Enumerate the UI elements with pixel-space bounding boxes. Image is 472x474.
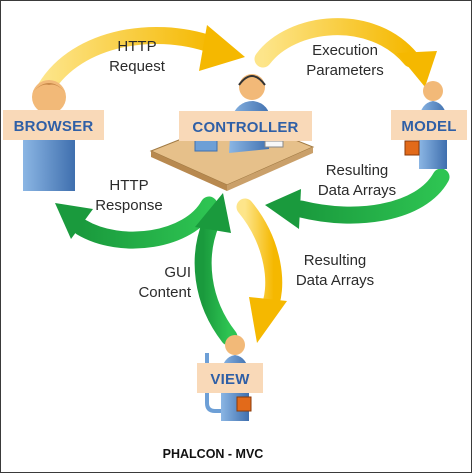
node-browser-label: BROWSER — [14, 118, 94, 135]
arrow-http-request — [34, 25, 245, 102]
arrow-resulting-data-arrays-view — [236, 198, 287, 343]
node-model: MODEL — [391, 110, 467, 140]
edge-label-resulting-data-arrays-view: Resulting Data Arrays — [296, 252, 374, 289]
edge-label-execution-parameters: Execution Parameters — [306, 42, 384, 79]
svg-text:GUI: GUI — [164, 264, 191, 281]
node-controller-label: CONTROLLER — [192, 119, 298, 136]
node-browser: BROWSER — [3, 110, 104, 140]
svg-text:Request: Request — [109, 58, 166, 75]
edge-label-http-response: HTTP Response — [95, 177, 163, 214]
svg-text:HTTP: HTTP — [117, 38, 156, 55]
svg-text:Resulting: Resulting — [304, 252, 367, 269]
edge-label-gui-content: GUI Content — [138, 264, 191, 301]
diagram-caption: PHALCON - MVC — [163, 447, 264, 461]
node-controller: CONTROLLER — [179, 111, 312, 141]
svg-text:Execution: Execution — [312, 42, 378, 59]
svg-text:Parameters: Parameters — [306, 62, 384, 79]
svg-text:Resulting: Resulting — [326, 162, 389, 179]
svg-text:Data Arrays: Data Arrays — [296, 272, 374, 289]
arrow-gui-content — [194, 193, 238, 346]
node-view-label: VIEW — [210, 371, 250, 388]
svg-text:Response: Response — [95, 197, 163, 214]
arrow-http-response — [55, 196, 218, 249]
arrow-resulting-data-arrays-model — [265, 168, 450, 229]
edge-label-resulting-data-arrays-model: Resulting Data Arrays — [318, 162, 396, 199]
svg-text:Content: Content — [138, 284, 191, 301]
arrow-execution-parameters — [254, 18, 437, 87]
svg-text:Data Arrays: Data Arrays — [318, 182, 396, 199]
svg-text:HTTP: HTTP — [109, 177, 148, 194]
node-model-label: MODEL — [401, 118, 456, 135]
node-view: VIEW — [197, 363, 263, 393]
edge-label-http-request: HTTP Request — [109, 38, 166, 75]
